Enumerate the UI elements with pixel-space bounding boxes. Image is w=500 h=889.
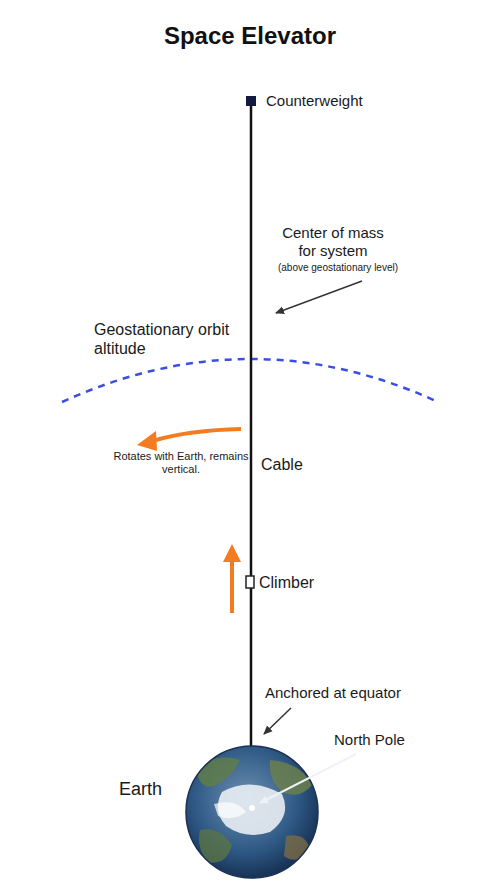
- part-label: Cable: [261, 455, 303, 474]
- note-label: (above geostationary level): [268, 262, 408, 274]
- earth-globe: [186, 746, 318, 878]
- cable-line: [250, 101, 253, 748]
- earth-land: [196, 758, 312, 863]
- leader-arrow: [264, 708, 291, 734]
- climb-arrow: [230, 560, 234, 613]
- level-label: Geostationary orbit altitude: [94, 320, 244, 358]
- north-pole-dot: [249, 805, 255, 811]
- part-label: Counterweight: [266, 92, 363, 110]
- part-label: Climber: [259, 573, 314, 592]
- part-label: Earth: [119, 778, 162, 800]
- rotation-arrowhead: [137, 431, 157, 451]
- climber-car: [246, 576, 254, 588]
- leader-arrow: [276, 281, 362, 313]
- climb-arrowhead: [223, 544, 241, 562]
- note-label: Rotates with Earth, remains vertical.: [112, 450, 250, 476]
- leader-arrow: [260, 754, 356, 803]
- earth-outline: [186, 746, 318, 878]
- diagram-title: Space Elevator: [0, 22, 500, 50]
- callout-label: Center of mass for system: [272, 224, 394, 260]
- callout-label: Anchored at equator: [265, 684, 401, 702]
- callout-label: North Pole: [334, 731, 405, 749]
- counterweight-block: [246, 96, 256, 106]
- rotation-arrow: [152, 429, 241, 441]
